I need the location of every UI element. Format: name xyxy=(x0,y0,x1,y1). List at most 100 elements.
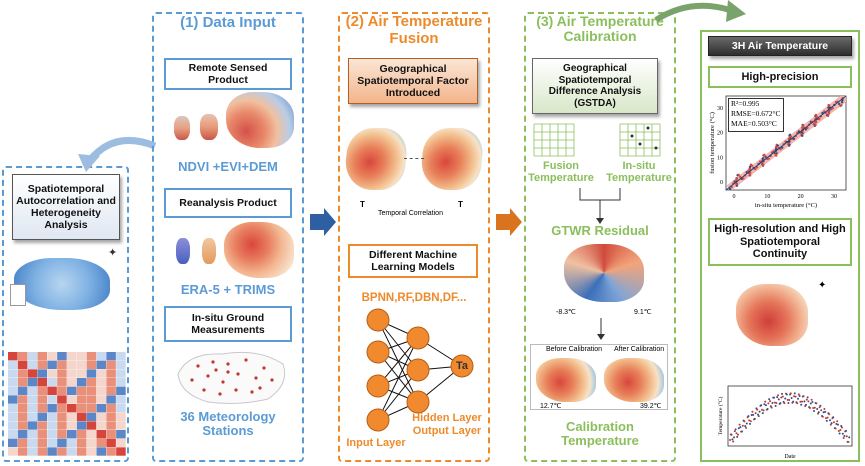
ts-point xyxy=(815,402,818,405)
scatter-point xyxy=(814,120,817,124)
ts-point xyxy=(787,402,790,405)
matrix-cell xyxy=(57,404,67,413)
ts-point xyxy=(811,400,814,403)
ts-point xyxy=(845,429,847,432)
ts-point xyxy=(754,412,757,415)
matrix-cell xyxy=(96,404,107,413)
matrix-cell xyxy=(116,421,126,430)
matrix-cell xyxy=(86,421,97,430)
matrix-cell xyxy=(37,430,48,439)
station-dot xyxy=(226,370,230,374)
ts-point xyxy=(771,401,774,404)
ts-point xyxy=(747,415,750,418)
scatter-point xyxy=(763,153,766,157)
t-right-label: T xyxy=(458,200,463,209)
scatter-point xyxy=(737,173,740,177)
ts-point xyxy=(797,397,799,400)
ts-point xyxy=(820,409,823,412)
matrix-cell xyxy=(17,378,28,387)
matrix-cell xyxy=(86,395,97,404)
station-dot xyxy=(221,380,225,384)
ts-point xyxy=(834,427,837,430)
hidden-node xyxy=(406,326,430,350)
input-node xyxy=(366,374,390,398)
neural-network xyxy=(366,308,474,432)
output-panel xyxy=(700,30,860,462)
matrix-cell xyxy=(8,360,18,370)
matrix-cell xyxy=(37,421,48,430)
matrix-cell xyxy=(57,386,67,396)
ts-point xyxy=(748,419,751,422)
matrix-cell xyxy=(86,438,97,448)
reanalysis-caption: ERA-5 + TRIMS xyxy=(180,282,276,297)
arrow-fusion-to-calibration xyxy=(496,208,522,236)
matrix-cell xyxy=(116,438,126,448)
matrix-cell xyxy=(116,447,126,456)
scatter-point xyxy=(831,106,834,110)
ts-point xyxy=(805,403,807,406)
gtwr-residual-label: GTWR Residual xyxy=(551,223,649,238)
scatter-point xyxy=(840,101,844,104)
matrix-cell xyxy=(37,378,48,387)
ts-point xyxy=(776,396,779,399)
matrix-cell xyxy=(17,412,28,422)
scatter-point xyxy=(735,176,739,180)
ts-point xyxy=(835,422,838,425)
matrix-cell xyxy=(8,404,18,413)
ts-point xyxy=(825,419,828,422)
matrix-cell xyxy=(67,386,77,396)
matrix-cell xyxy=(17,438,28,448)
scatter-point xyxy=(762,163,765,166)
matrix-cell xyxy=(67,430,77,439)
output-title-box: 3H Air Temperature xyxy=(708,36,852,56)
ts-point xyxy=(775,401,778,404)
matrix-cell xyxy=(8,378,18,387)
scatter-point xyxy=(761,157,765,160)
input-node xyxy=(366,340,390,364)
ts-point xyxy=(737,427,740,430)
scatter-point xyxy=(754,167,757,171)
ts-point xyxy=(779,402,782,405)
scatter-point xyxy=(742,177,745,180)
ts-point xyxy=(824,410,827,413)
fusion-map-connector xyxy=(404,158,424,159)
ts-point xyxy=(766,408,769,411)
station-dot xyxy=(236,372,240,376)
matrix-cell xyxy=(116,369,126,378)
ts-point xyxy=(743,420,746,423)
scatter-point xyxy=(838,102,841,106)
scatter-point xyxy=(802,124,805,127)
grid-station xyxy=(638,142,642,146)
legend-swatch xyxy=(10,284,26,306)
ts-point xyxy=(736,435,739,438)
ts-point xyxy=(793,392,796,395)
remote-sensed-box: Remote Sensed Product xyxy=(164,58,292,90)
scatter-point xyxy=(735,183,739,186)
ts-point xyxy=(830,422,833,425)
scatter-point xyxy=(812,122,815,126)
scatter-point xyxy=(815,115,818,118)
ts-point xyxy=(816,408,819,411)
matrix-cell xyxy=(106,352,116,361)
fusion-grid xyxy=(533,123,575,157)
ts-point xyxy=(785,393,788,396)
scatter-point xyxy=(826,114,830,118)
matrix-cell xyxy=(37,395,48,404)
ts-point xyxy=(800,403,803,406)
matrix-cell xyxy=(47,360,57,370)
matrix-cell xyxy=(106,421,116,430)
matrix-cell xyxy=(27,447,38,456)
matrix-cell xyxy=(47,438,57,448)
insitu-caption: 36 Meteorology Stations xyxy=(180,409,276,439)
scatter-xtick: 20 xyxy=(798,194,804,200)
input-node xyxy=(366,408,390,432)
ts-point xyxy=(826,416,829,419)
dem-map xyxy=(226,92,294,148)
ts-point xyxy=(729,439,731,441)
ts-point xyxy=(802,395,805,398)
ts-point xyxy=(841,426,843,429)
matrix-cell xyxy=(96,447,107,456)
matrix-cell xyxy=(67,421,77,430)
matrix-cell xyxy=(8,421,18,430)
gstda-box: Geographical Spatiotemporal Difference A… xyxy=(532,58,658,114)
